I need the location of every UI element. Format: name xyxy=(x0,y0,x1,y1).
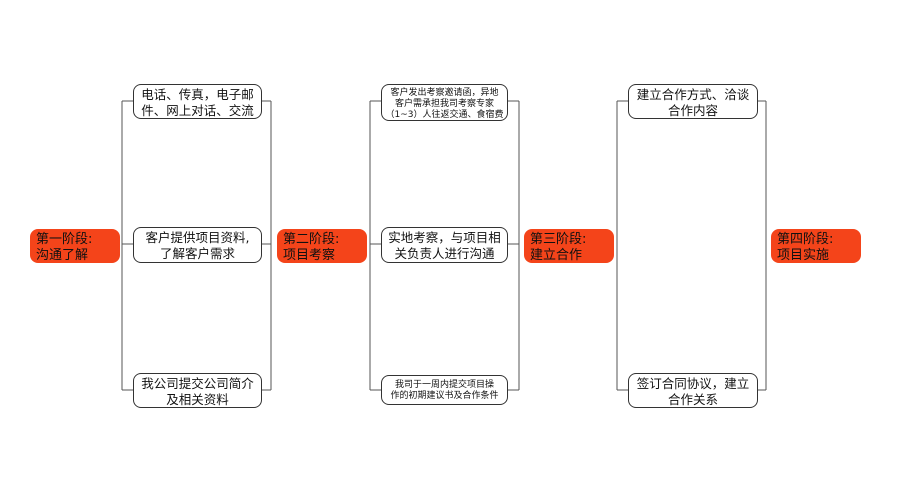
stage-1-item-1: 电话、传真，电子邮 件、网上对话、交流 xyxy=(133,84,262,119)
stage-2-title: 第二阶段: xyxy=(283,232,340,247)
stage-1-title: 第一阶段: xyxy=(36,232,93,247)
stage-3-subtitle: 建立合作 xyxy=(530,248,583,263)
stage-3-title: 第三阶段: xyxy=(530,232,587,247)
stage-4-title: 第四阶段: xyxy=(777,232,834,247)
stage-1-subtitle: 沟通了解 xyxy=(36,248,89,263)
stage-3: 第三阶段: 建立合作 xyxy=(524,229,614,263)
stage-2-item-2: 实地考察，与项目相 关负责人进行沟通 xyxy=(381,227,508,263)
stage-1-item-3: 我公司提交公司简介 及相关资料 xyxy=(133,373,262,408)
stage-2-item-3: 我司于一周内提交项目操 作的初期建议书及合作条件 xyxy=(381,375,508,405)
stage-1-item-2: 客户提供项目资料, 了解客户需求 xyxy=(133,227,262,263)
stage-3-item-2: 签订合同协议，建立 合作关系 xyxy=(628,373,758,408)
stage-2-item-1: 客户发出考察邀请函，异地 客户需承担我司考察专家 （1~3）人往返交通、食宿费 xyxy=(381,84,508,121)
stage-4: 第四阶段: 项目实施 xyxy=(771,229,861,263)
stage-4-subtitle: 项目实施 xyxy=(777,248,830,263)
stage-2: 第二阶段: 项目考察 xyxy=(277,229,367,263)
stage-3-item-1: 建立合作方式、洽谈 合作内容 xyxy=(628,84,758,119)
stage-2-subtitle: 项目考察 xyxy=(283,248,336,263)
stage-1: 第一阶段: 沟通了解 xyxy=(30,229,120,263)
